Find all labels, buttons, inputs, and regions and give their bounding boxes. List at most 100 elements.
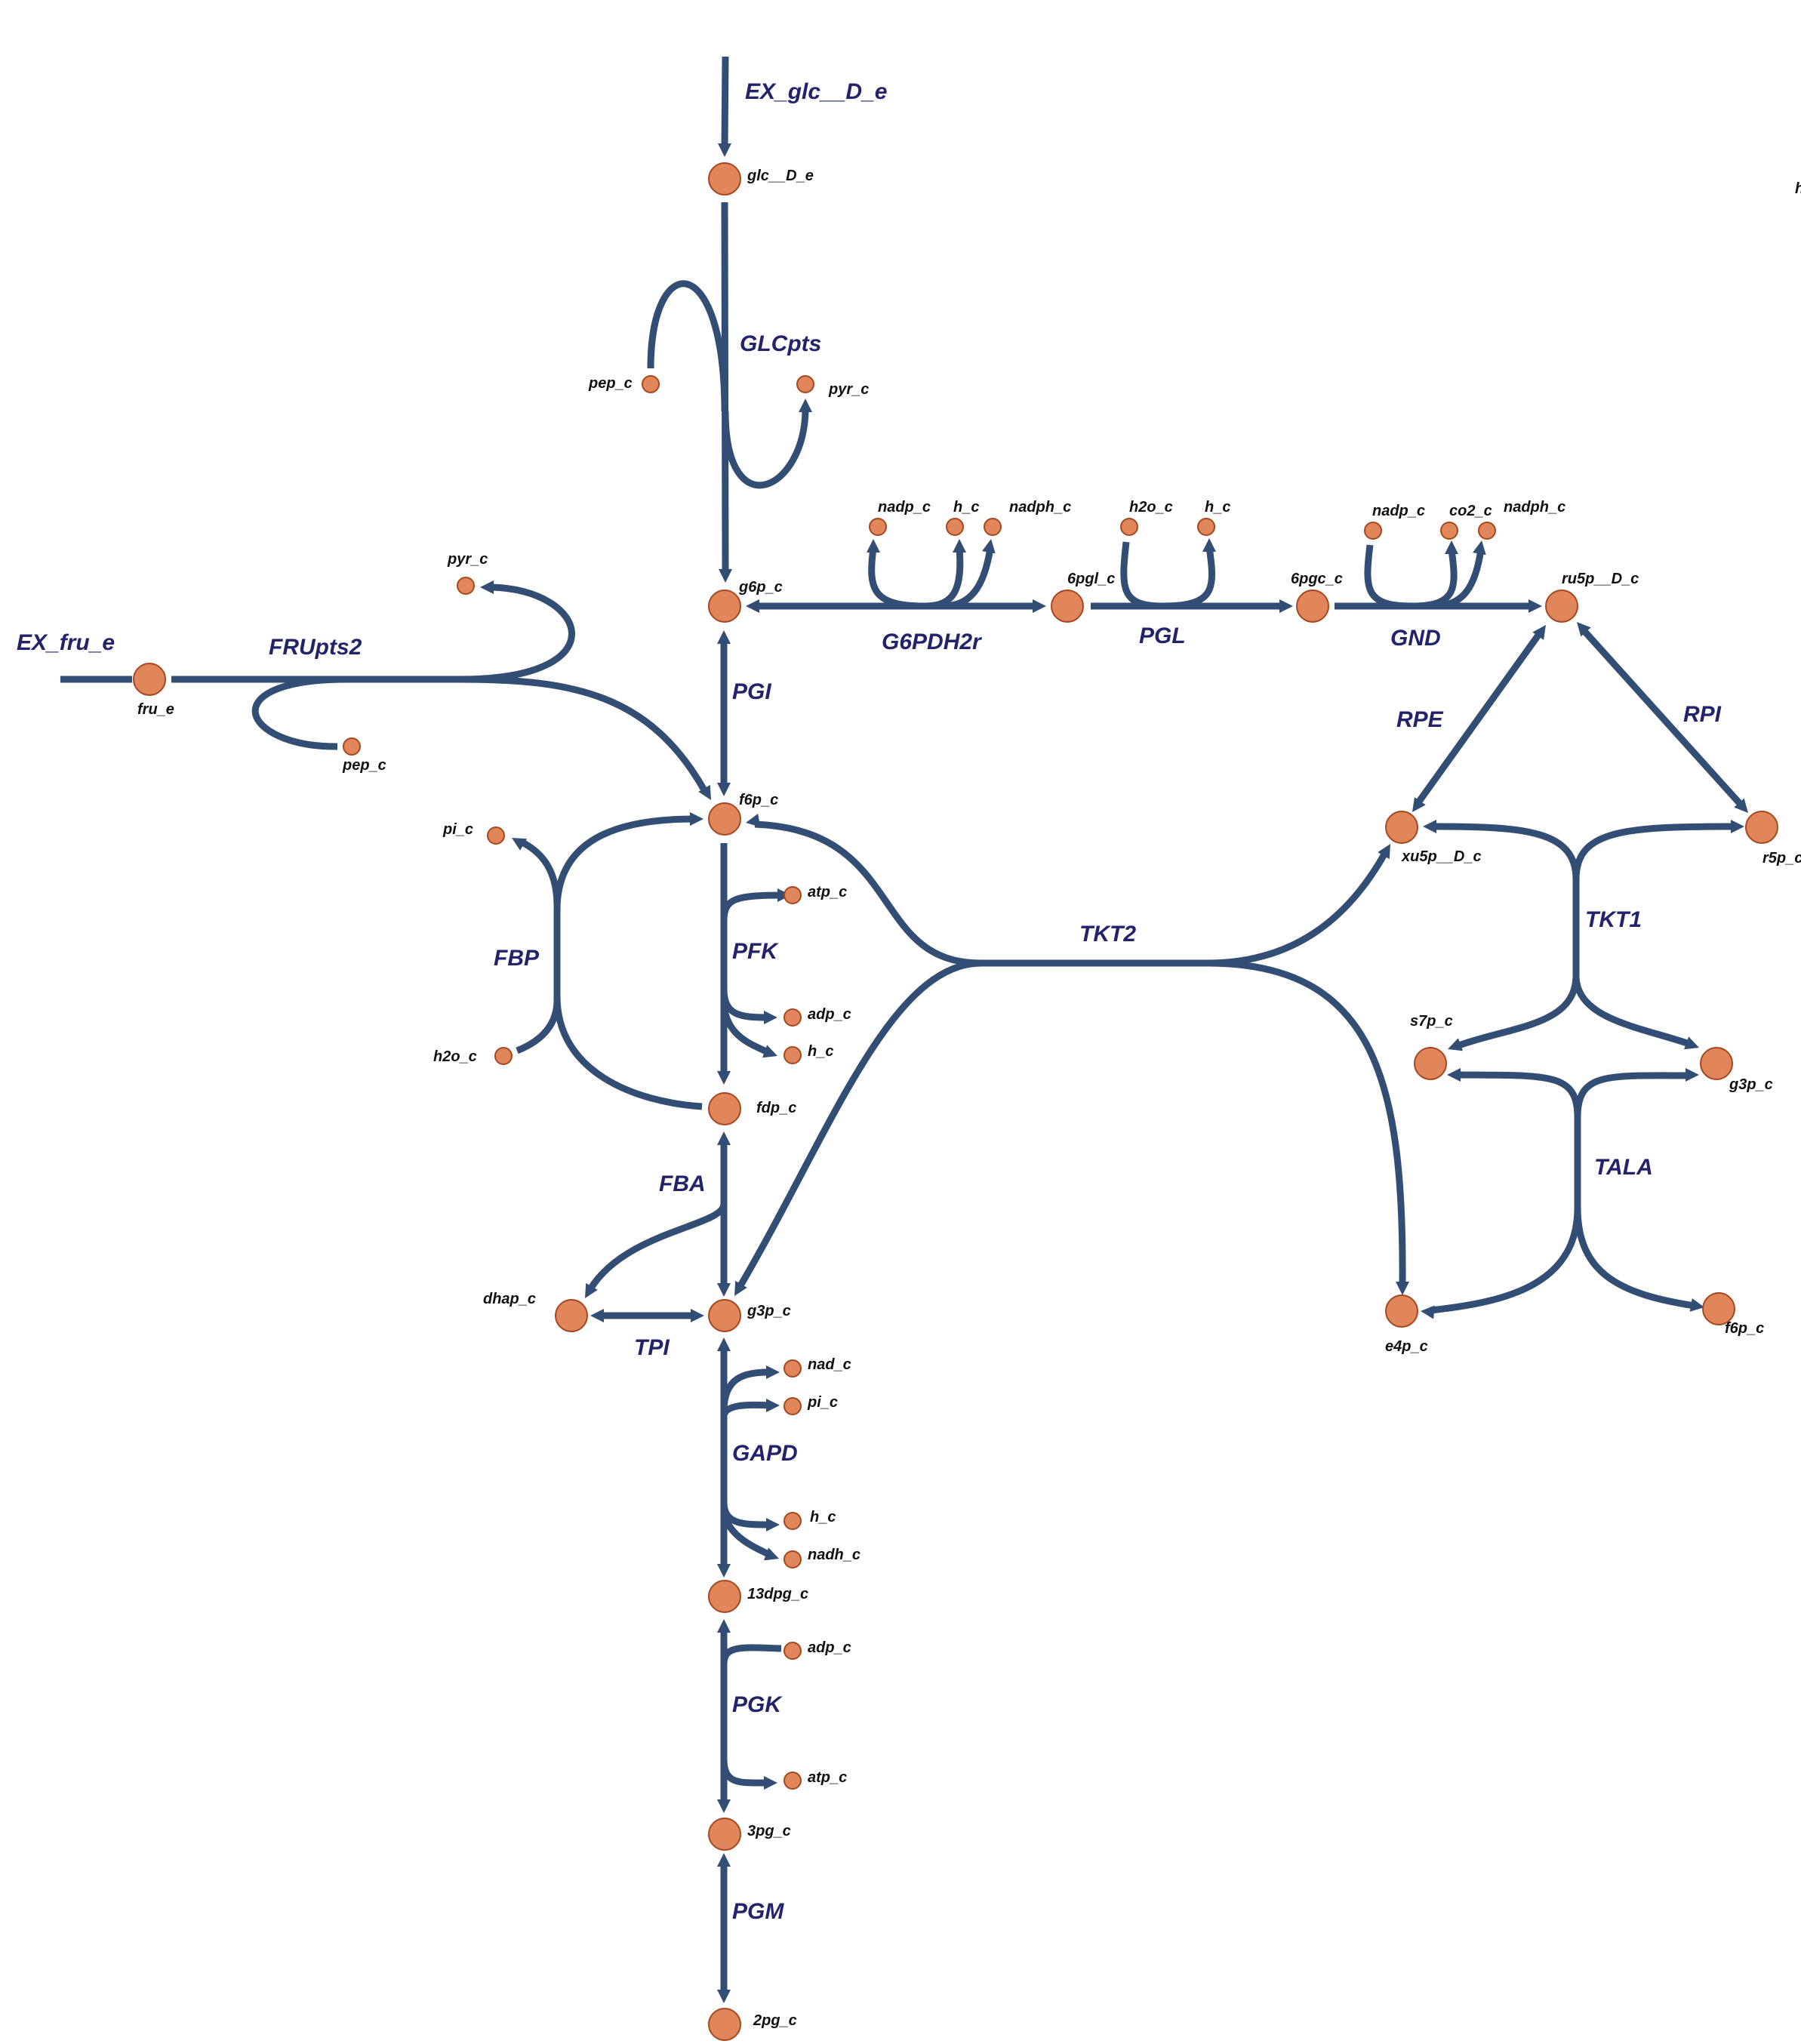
node-g3p-right[interactable] <box>1700 1047 1733 1080</box>
tkt1-edge-r5p[interactable] <box>1572 823 1735 880</box>
reaction-label-frupts2: FRUpts2 <box>269 635 362 660</box>
node-nadph-g6pdh[interactable] <box>984 518 1002 536</box>
pfk-edge-h[interactable] <box>720 1003 770 1056</box>
arrowhead-adp-pfk <box>764 1011 777 1024</box>
gapd-edge-h[interactable] <box>720 1501 771 1528</box>
node-13dpg[interactable] <box>708 1580 741 1613</box>
node-h-pgl[interactable] <box>1197 518 1215 536</box>
tala-edge-e4p[interactable] <box>1430 1207 1581 1314</box>
tkt2-edge-e4p[interactable] <box>1207 959 1406 1285</box>
node-6pgc[interactable] <box>1296 589 1329 623</box>
node-nadp-g6pdh[interactable] <box>869 518 887 536</box>
tkt2-edge-f6p[interactable] <box>754 820 982 967</box>
pgk-edge-atp[interactable] <box>720 1758 768 1787</box>
frupts2-edge-pep[interactable] <box>251 676 348 750</box>
gnd-edge-nadph[interactable] <box>1433 549 1485 610</box>
node-g6p[interactable] <box>708 589 741 623</box>
node-6pgl[interactable] <box>1051 589 1084 623</box>
node-nad-gapd[interactable] <box>784 1359 802 1378</box>
node-atp-pgk[interactable] <box>784 1772 802 1790</box>
node-pyr-fru[interactable] <box>457 577 475 595</box>
tkt1-edge-g3p[interactable] <box>1572 974 1691 1048</box>
pgk-edge-adp[interactable] <box>720 1644 782 1665</box>
node-nadp-gnd[interactable] <box>1364 522 1382 540</box>
arrowhead-s7p-tkt1 <box>1448 1038 1463 1051</box>
node-adp-pgk[interactable] <box>784 1642 802 1660</box>
node-ru5p[interactable] <box>1545 589 1578 623</box>
node-co2-gnd[interactable] <box>1440 522 1458 540</box>
arrowhead-co2-gnd <box>1445 540 1458 554</box>
arrowhead-nadh-gapd <box>764 1547 779 1561</box>
reaction-label-fba: FBA <box>659 1171 706 1196</box>
node-h-pfk[interactable] <box>784 1046 802 1064</box>
met-label-e4p: e4p_c <box>1385 1338 1428 1355</box>
glcpts-edge-pep[interactable] <box>647 280 728 412</box>
node-2pg[interactable] <box>708 2008 741 2041</box>
met-label-g3p-right: g3p_c <box>1729 1076 1773 1093</box>
glcpts-edge-pyr[interactable] <box>722 407 809 489</box>
node-h2o-fbp[interactable] <box>494 1047 513 1065</box>
node-fdp[interactable] <box>708 1092 741 1125</box>
gnd-edge-co2[interactable] <box>1411 549 1458 610</box>
tala-edge-f6p[interactable] <box>1574 1207 1695 1310</box>
node-h-g6pdh[interactable] <box>946 518 964 536</box>
fbp-edge-h2o[interactable] <box>516 999 561 1054</box>
fbp-edge-pi[interactable] <box>519 838 561 907</box>
node-xu5p[interactable] <box>1385 811 1418 844</box>
g6pdh2r-edge-h[interactable] <box>924 547 964 610</box>
node-f6p[interactable] <box>708 802 741 836</box>
node-g3p[interactable] <box>708 1299 741 1332</box>
node-3pg[interactable] <box>708 1818 741 1851</box>
met-label-f6p: f6p_c <box>739 792 778 808</box>
rpe-edge[interactable] <box>1414 632 1542 807</box>
met-label-nadph-gnd: nadph_c <box>1504 499 1565 516</box>
fbp-edge-fdp[interactable] <box>553 996 703 1110</box>
met-label-g3p: g3p_c <box>747 1303 791 1319</box>
reaction-label-tkt2: TKT2 <box>1079 922 1136 947</box>
node-atp-pfk[interactable] <box>784 886 802 904</box>
tkt2-edge-xu5p[interactable] <box>1207 851 1388 967</box>
pgl-edge-h2o[interactable] <box>1120 541 1163 610</box>
tala-edge-s7p[interactable] <box>1456 1071 1581 1118</box>
gapd-edge-nadh[interactable] <box>720 1509 772 1559</box>
gnd-edge-nadp[interactable] <box>1364 544 1412 610</box>
node-fru-e[interactable] <box>133 663 166 696</box>
node-pyr-glcpts[interactable] <box>796 375 814 393</box>
met-label-13dpg: 13dpg_c <box>747 1586 808 1602</box>
g6pdh2r-edge-nadph[interactable] <box>943 547 994 610</box>
node-pep-fru[interactable] <box>343 737 361 756</box>
tkt1-edge-s7p[interactable] <box>1455 974 1580 1050</box>
pfk-edge-atp[interactable] <box>720 891 784 922</box>
g6pdh2r-edge-nadp[interactable] <box>868 547 925 610</box>
frupts2-edge-main[interactable] <box>171 676 707 791</box>
node-glc-e[interactable] <box>708 162 741 195</box>
rpi-edge[interactable] <box>1581 627 1745 809</box>
tkt1-edge-xu5p[interactable] <box>1432 823 1580 880</box>
node-pi-gapd[interactable] <box>784 1397 802 1415</box>
pfk-edge-adp[interactable] <box>720 988 768 1021</box>
fba-edge-dhap[interactable] <box>587 1202 728 1291</box>
gapd-edge-nad[interactable] <box>720 1368 771 1412</box>
met-label-atp-pfk: atp_c <box>808 884 847 900</box>
fbp-edge-f6p[interactable] <box>553 815 695 1004</box>
tala-edge-g3p[interactable] <box>1574 1072 1690 1118</box>
node-r5p[interactable] <box>1745 811 1778 844</box>
node-nadh-gapd[interactable] <box>784 1550 802 1568</box>
node-e4p[interactable] <box>1385 1294 1418 1328</box>
reaction-label-g6pdh2r: G6PDH2r <box>882 630 983 654</box>
node-dhap[interactable] <box>555 1299 588 1332</box>
frupts2-edge-pyr[interactable] <box>460 583 575 683</box>
node-f6p-right[interactable] <box>1702 1292 1735 1325</box>
arrowhead-13dpg-gapd <box>717 1564 731 1578</box>
pgl-edge-h[interactable] <box>1162 546 1215 610</box>
node-h-gapd[interactable] <box>784 1512 802 1530</box>
arrowhead-2pg-pgm <box>717 1990 731 2003</box>
node-h2o-pgl[interactable] <box>1120 518 1138 536</box>
node-adp-pfk[interactable] <box>784 1008 802 1027</box>
node-pep-glcpts[interactable] <box>642 375 660 393</box>
node-nadph-gnd[interactable] <box>1478 522 1496 540</box>
node-s7p[interactable] <box>1414 1047 1447 1080</box>
gapd-edge-pi[interactable] <box>720 1401 771 1417</box>
tkt2-edge-g3p[interactable] <box>737 959 982 1289</box>
node-pi-fbp[interactable] <box>487 827 505 845</box>
